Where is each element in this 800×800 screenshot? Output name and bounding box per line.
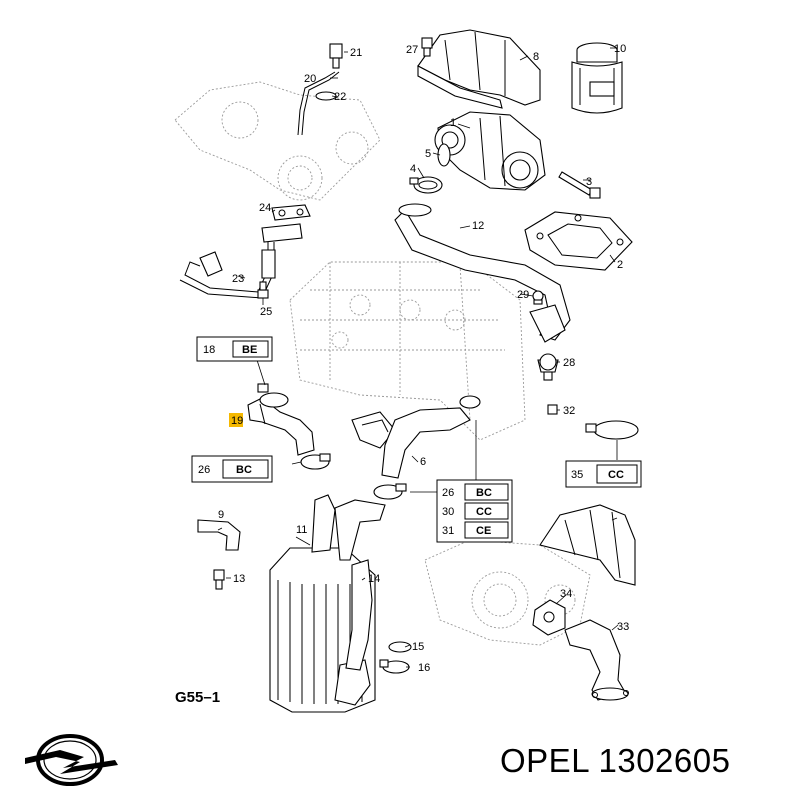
part-26-clamp-left [300, 453, 331, 470]
part-21-washer [315, 91, 337, 101]
callout-13: 13 [233, 573, 245, 585]
part-3-stud [558, 171, 601, 199]
part-29-nut [547, 404, 558, 415]
callout-15: 15 [412, 641, 424, 653]
engine-block-outline [289, 261, 526, 441]
part-9-small-hose [197, 519, 241, 551]
code-box-18-number: 18 [203, 344, 215, 356]
part-19-oil-feed-pipe [297, 71, 336, 136]
callout-28: 29 [517, 289, 529, 301]
part-34-heat-shield [539, 504, 636, 586]
part-4-clamp [409, 176, 443, 194]
part-30-clamp [373, 483, 407, 500]
brand-title: OPEL 1302605 [500, 742, 730, 780]
code-box-18-code: BE [242, 344, 257, 356]
code-group-number-1: 30 [442, 506, 454, 518]
part-23-gasket [271, 204, 311, 221]
manifold-outline-top [174, 81, 381, 201]
code-box-35-code: CC [608, 469, 624, 481]
part-20-banjo-bolt [329, 43, 343, 69]
part-24-bolt [257, 281, 269, 299]
callouts: 1 2 3 4 5 6 7 8 9 10 11 12 13 14 15 16 2… [218, 43, 629, 674]
part-6-intercooler-hose [381, 395, 481, 479]
part-number: 1302605 [598, 742, 731, 779]
callout-29: 32 [563, 405, 575, 417]
code-group-code-0: BC [476, 487, 492, 499]
part-18-clamp [257, 383, 289, 408]
callout-25: 27 [406, 44, 418, 56]
callout-19: 20 [304, 73, 316, 85]
callout-10: 10 [614, 43, 626, 55]
callout-17-highlight: 19 [229, 413, 243, 427]
code-box-26: 26 BC [191, 455, 273, 483]
part-2-exhaust-gasket [524, 211, 633, 271]
callout-6: 6 [420, 456, 426, 468]
callout-23: 24 [259, 202, 271, 214]
part-1-turbocharger [434, 111, 546, 191]
callout-9: 9 [218, 509, 224, 521]
part-33-gasket [532, 599, 566, 636]
part-16-clamp [379, 659, 410, 674]
part-14-hose [345, 559, 373, 671]
callout-16: 16 [418, 662, 430, 674]
part-28-clip [532, 290, 544, 305]
code-box-18: 18 BE [196, 336, 273, 362]
code-box-group: 26 BC 30 CC 31 CE [436, 479, 513, 543]
part-11-intercooler [269, 494, 386, 713]
callout-21: 22 [334, 91, 346, 103]
part-17-hose [247, 397, 315, 456]
code-group-number-0: 26 [442, 487, 454, 499]
callout-1: 1 [450, 117, 456, 129]
code-group-code-1: CC [476, 506, 492, 518]
part-25-bolt [421, 37, 433, 57]
part-15-o-ring [388, 641, 412, 653]
callout-5: 5 [425, 148, 431, 160]
callout-2: 2 [617, 259, 623, 271]
callout-4: 4 [410, 163, 416, 175]
callout-17: 19 [231, 415, 243, 427]
part-5-gasket [437, 143, 451, 167]
callout-8: 8 [533, 51, 539, 63]
part-13-bolt [213, 569, 225, 590]
part-22-oil-return-pipe [179, 223, 303, 299]
callout-27: 28 [563, 357, 575, 369]
brand-name: OPEL [500, 742, 589, 779]
callout-11: 11 [296, 524, 307, 536]
part-32-exhaust-elbow [564, 619, 629, 701]
callout-24: 25 [260, 306, 272, 318]
code-box-26-number: 26 [198, 464, 210, 476]
code-box-26-code: BC [236, 464, 252, 476]
part-10-oil-filter [571, 42, 623, 114]
callout-14: 14 [368, 573, 380, 585]
callout-33: 34 [560, 588, 572, 600]
callout-22: 23 [232, 273, 244, 285]
part-8-heat-shield [417, 29, 541, 109]
code-group-number-2: 31 [442, 525, 454, 537]
part-35-clamp [585, 420, 639, 440]
diagram-reference: G55–1 [175, 689, 220, 706]
part-12-intake-hose [394, 203, 571, 343]
code-box-35: 35 CC [565, 460, 642, 488]
code-group-code-2: CE [476, 525, 491, 537]
callout-12: 12 [472, 220, 484, 232]
callout-20: 21 [350, 47, 362, 59]
part-27-valve [537, 353, 559, 381]
code-box-35-number: 35 [571, 469, 583, 481]
callout-32: 33 [617, 621, 629, 633]
opel-logo [25, 734, 118, 786]
callout-3: 3 [586, 176, 592, 188]
